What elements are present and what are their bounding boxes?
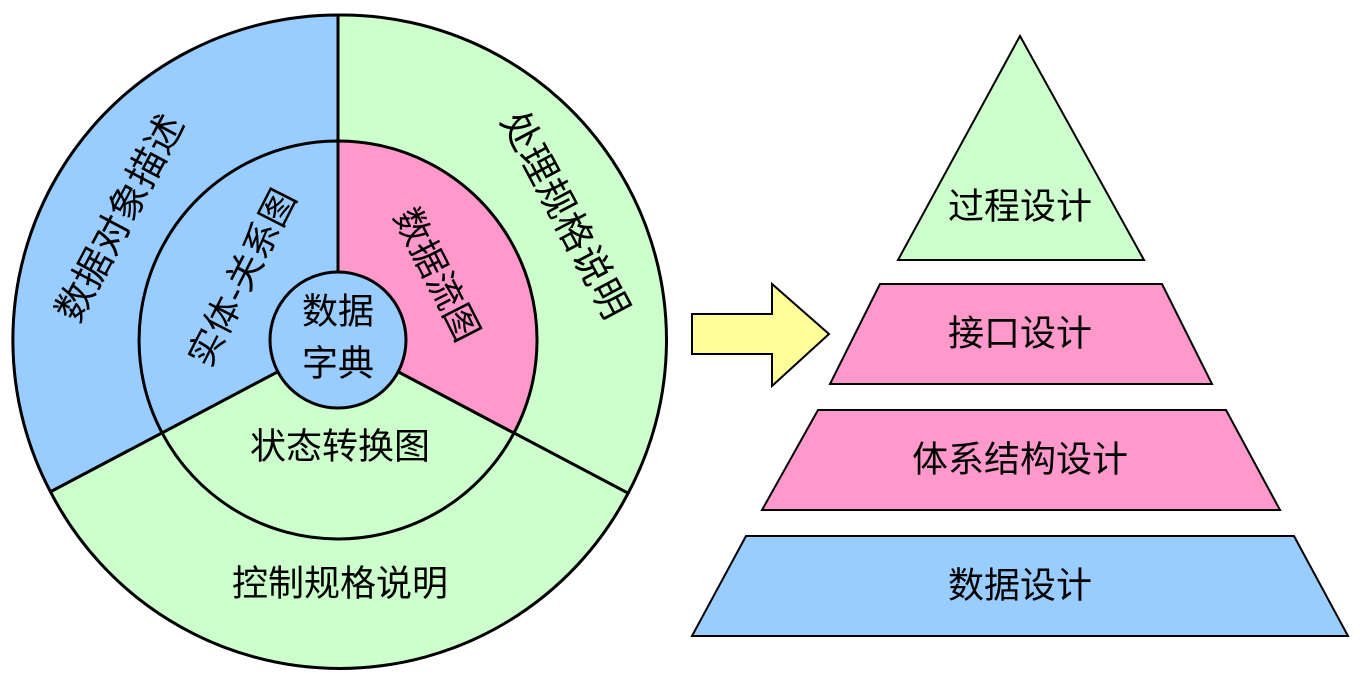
right-arrow-icon	[691, 281, 831, 389]
data-dictionary-circle	[268, 270, 408, 410]
label-state-transition-diagram: 状态转换图	[250, 427, 430, 468]
label-data-dictionary-line1: 数据	[302, 292, 374, 333]
pyramid-tier-procedural-design	[896, 33, 1146, 261]
label-interface-design: 接口设计	[948, 314, 1092, 355]
middle-sector-state-transition-diagram	[160, 338, 516, 541]
label-architectural-design: 体系结构设计	[912, 440, 1128, 481]
label-control-specification: 控制规格说明	[232, 564, 448, 605]
label-data-design: 数据设计	[948, 566, 1092, 607]
pyramid-tier-interface-design	[828, 283, 1214, 385]
pyramid-tier-architectural-design	[760, 409, 1282, 511]
pyramid-tier-data-design	[690, 535, 1350, 637]
label-procedural-design: 过程设计	[948, 187, 1092, 228]
design-model-pyramid: 过程设计 接口设计 体系结构设计 数据设计	[690, 33, 1350, 637]
label-data-dictionary-line2: 字典	[302, 344, 374, 385]
analysis-model-wheel: 数据对象描述 处理规格说明 控制规格说明 实体-关系图 数据流图 状态转换图 数…	[11, 13, 668, 670]
